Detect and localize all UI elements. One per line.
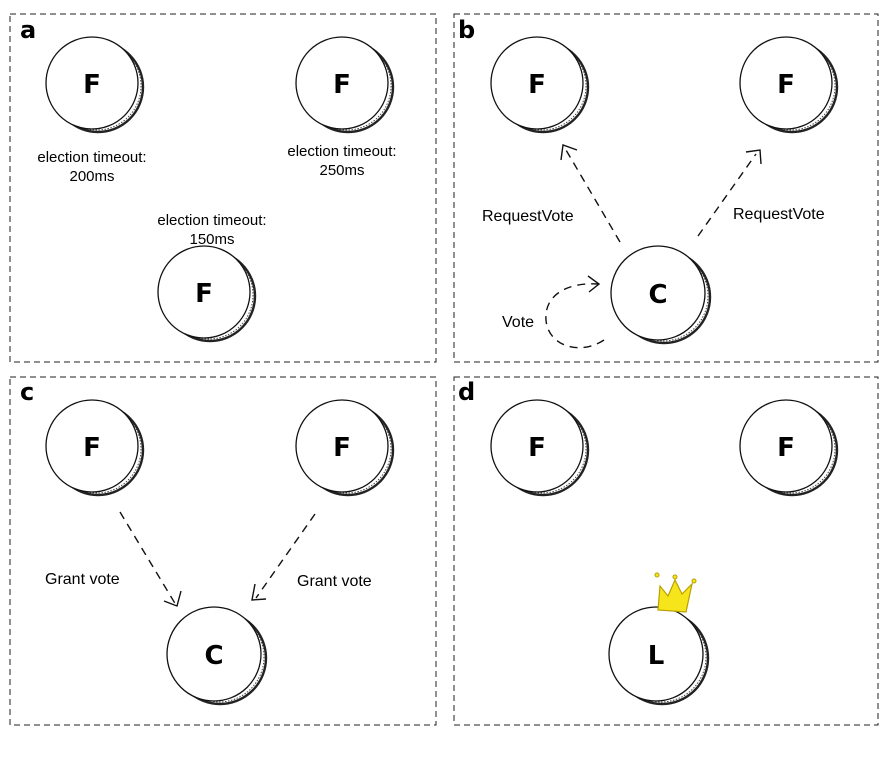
panel-d-frame [453, 376, 879, 726]
panel-c-frame [9, 376, 437, 726]
panel-a-label: a [20, 16, 36, 44]
node-a-top-right: F [295, 36, 395, 134]
timeout-a-bottom-line1: election timeout: [157, 212, 266, 229]
node-a-top-left: F [45, 36, 145, 134]
node-d-top-right: F [739, 399, 839, 497]
timeout-a-top-right-line1: election timeout: [287, 143, 396, 160]
panel-c-label: c [20, 378, 34, 406]
arrow-b-request-right [697, 149, 762, 237]
arrow-c-grant-right [251, 513, 316, 601]
node-b-bottom-role: C [648, 280, 667, 310]
node-c-bottom-role: C [204, 641, 223, 671]
node-c-top-right: F [295, 399, 395, 497]
panel-d-label: d [458, 378, 475, 406]
node-b-bottom: C [610, 245, 712, 345]
node-d-bottom: L [608, 606, 710, 706]
timeout-a-top-right-line2: 250ms [319, 162, 364, 179]
node-d-top-left: F [490, 399, 590, 497]
panel-b: b F F C [453, 13, 879, 363]
arrow-c-grant-left [119, 511, 182, 607]
msg-b-request-left: RequestVote [482, 208, 574, 225]
timeout-a-top-left-line1: election timeout: [37, 149, 146, 166]
node-c-bottom: C [166, 606, 268, 706]
panel-d: d F F L [453, 376, 879, 726]
node-a-bottom: F [157, 245, 257, 343]
timeout-a-top-left-line2: 200ms [69, 168, 114, 185]
node-b-top-left-role: F [528, 70, 546, 100]
panel-c: c F F C Grant vote Grant vote [9, 376, 437, 726]
node-c-top-left-role: F [83, 433, 101, 463]
arrow-b-self-vote [545, 275, 605, 349]
node-d-top-right-role: F [777, 433, 795, 463]
node-d-top-left-role: F [528, 433, 546, 463]
node-d-bottom-role: L [648, 641, 665, 671]
arrow-b-request-left [560, 144, 621, 243]
node-c-top-left: F [45, 399, 145, 497]
node-b-top-right-role: F [777, 70, 795, 100]
msg-b-self-vote: Vote [502, 314, 534, 331]
panel-b-frame [453, 13, 879, 363]
msg-c-grant-right: Grant vote [297, 573, 372, 590]
node-b-top-right: F [739, 36, 839, 134]
crown-icon [654, 572, 697, 613]
panel-a-frame [9, 13, 437, 363]
timeout-a-bottom-line2: 150ms [189, 231, 234, 248]
msg-c-grant-left: Grant vote [45, 571, 120, 588]
node-a-top-right-role: F [333, 70, 351, 100]
panel-b-label: b [458, 16, 475, 44]
node-b-top-left: F [490, 36, 590, 134]
node-a-bottom-role: F [195, 279, 213, 309]
msg-b-request-right: RequestVote [733, 206, 825, 223]
panel-a: a F F F election timeout: 200ms election… [9, 13, 437, 363]
node-a-top-left-role: F [83, 70, 101, 100]
node-c-top-right-role: F [333, 433, 351, 463]
